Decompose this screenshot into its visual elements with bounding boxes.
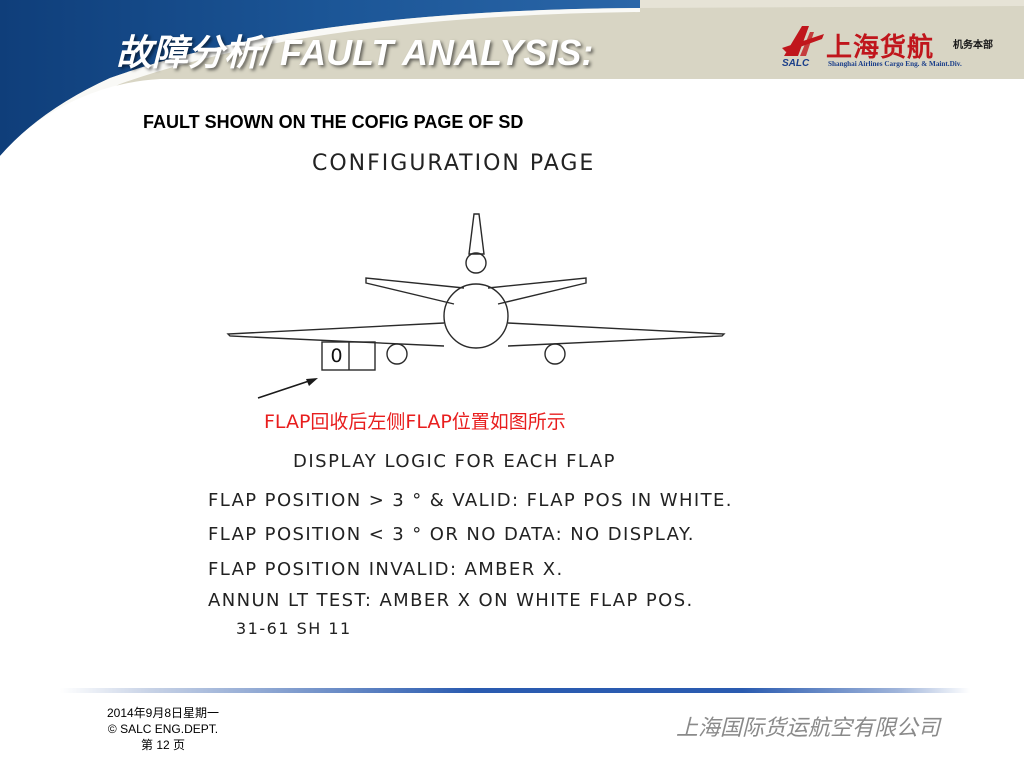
slide-subtitle: FAULT SHOWN ON THE COFIG PAGE OF SD (143, 112, 524, 132)
aircraft-diagram (226, 213, 726, 399)
pointer-arrow (257, 378, 318, 399)
annotation-note: FLAP回收后左侧FLAP位置如图所示 (264, 411, 566, 433)
logo-department: 机务本部 (953, 40, 993, 51)
configuration-page-title: CONFIGURATION PAGE (312, 151, 596, 176)
logo-chinese-name: 上海货航 (826, 33, 935, 63)
display-logic-line: ANNUN LT TEST: AMBER X ON WHITE FLAP POS… (208, 590, 694, 611)
vertical-stabilizer (468, 213, 485, 255)
logo-english-name: Shanghai Airlines Cargo Eng. & Maint.Div… (828, 60, 962, 68)
right-wing (507, 322, 726, 347)
salc-logo-icon (782, 26, 824, 56)
company-logo: 上海货航 机务本部 SALC Shanghai Airlines Cargo E… (780, 24, 1016, 72)
manual-reference: 31-61 SH 11 (236, 619, 352, 638)
display-logic-line: FLAP POSITION INVALID: AMBER X. (208, 559, 564, 580)
right-horizontal-stabilizer (487, 277, 587, 305)
left-wing-engine (386, 343, 408, 365)
display-logic-line: FLAP POSITION < 3 ° OR NO DATA: NO DISPL… (208, 524, 695, 545)
footer-company-name: 上海国际货运航空有限公司 (676, 716, 941, 741)
footer-date: 2014年9月8日星期一 (106, 706, 220, 720)
flap-position-value: 0 (330, 345, 343, 367)
fuselage (443, 283, 509, 349)
page-title: 故障分析/ FAULT ANALYSIS: (116, 32, 594, 73)
footer-divider (60, 688, 970, 693)
tail-engine (465, 252, 487, 274)
footer-copyright: © SALC ENG.DEPT. (107, 722, 219, 736)
display-logic-title: DISPLAY LOGIC FOR EACH FLAP (293, 451, 617, 472)
footer-info: 2014年9月8日星期一 © SALC ENG.DEPT. 第 12 页 (88, 705, 238, 753)
display-logic-line: FLAP POSITION > 3 ° & VALID: FLAP POS IN… (208, 490, 733, 511)
header-background (0, 0, 1024, 158)
left-horizontal-stabilizer (365, 277, 465, 305)
right-wing-engine (544, 343, 566, 365)
logo-abbreviation: SALC (782, 58, 810, 69)
left-wing (226, 322, 445, 347)
footer-page-number: 第 12 页 (140, 738, 186, 752)
